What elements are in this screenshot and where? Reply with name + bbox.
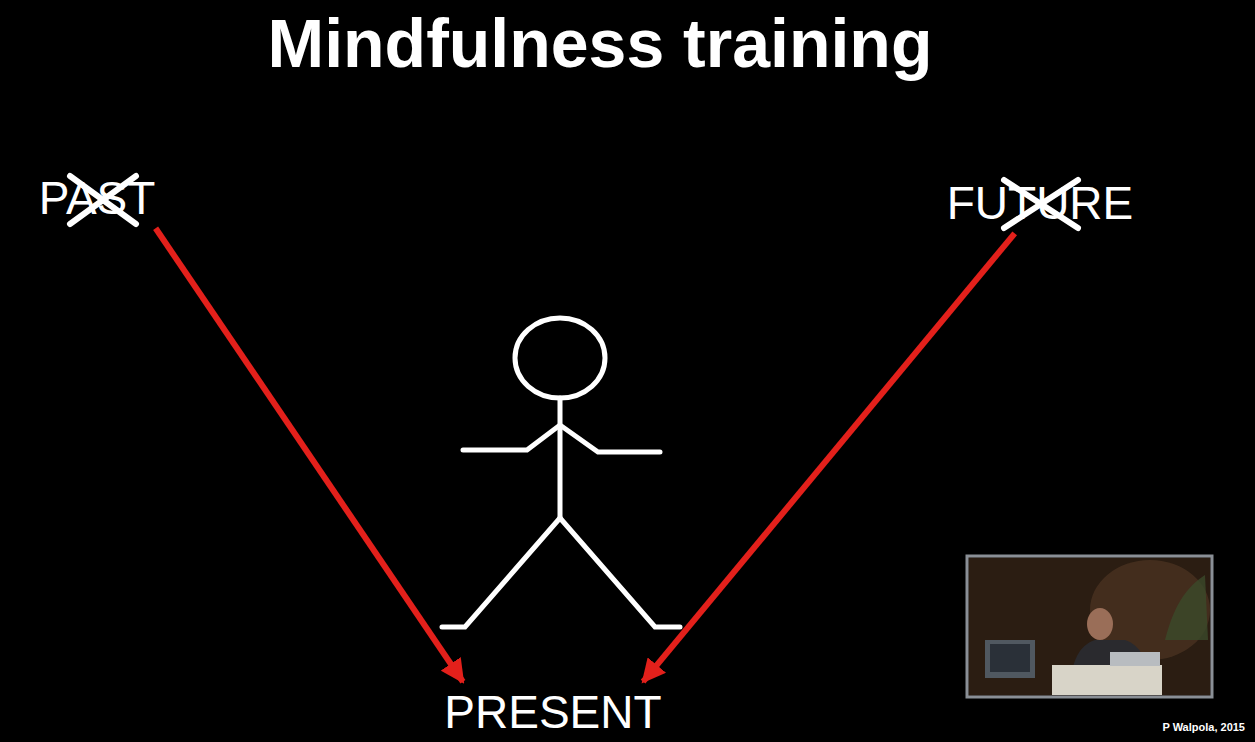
time-label-node: PAST xyxy=(35,170,160,227)
node-text: PRESENT xyxy=(444,687,661,738)
diagram-title: Mindfulness training xyxy=(268,6,933,81)
node-text: PAST xyxy=(39,173,156,224)
red-arrow xyxy=(156,228,463,681)
red-arrow xyxy=(643,233,1015,681)
credit-note: P Walpola, 2015 xyxy=(1162,721,1245,734)
video-inset xyxy=(967,556,1212,697)
stick-figure xyxy=(442,318,680,627)
time-label-node: PRESENT xyxy=(440,684,665,741)
node-text: FUTURE xyxy=(947,178,1134,229)
time-label-node: FUTURE xyxy=(943,175,1138,232)
